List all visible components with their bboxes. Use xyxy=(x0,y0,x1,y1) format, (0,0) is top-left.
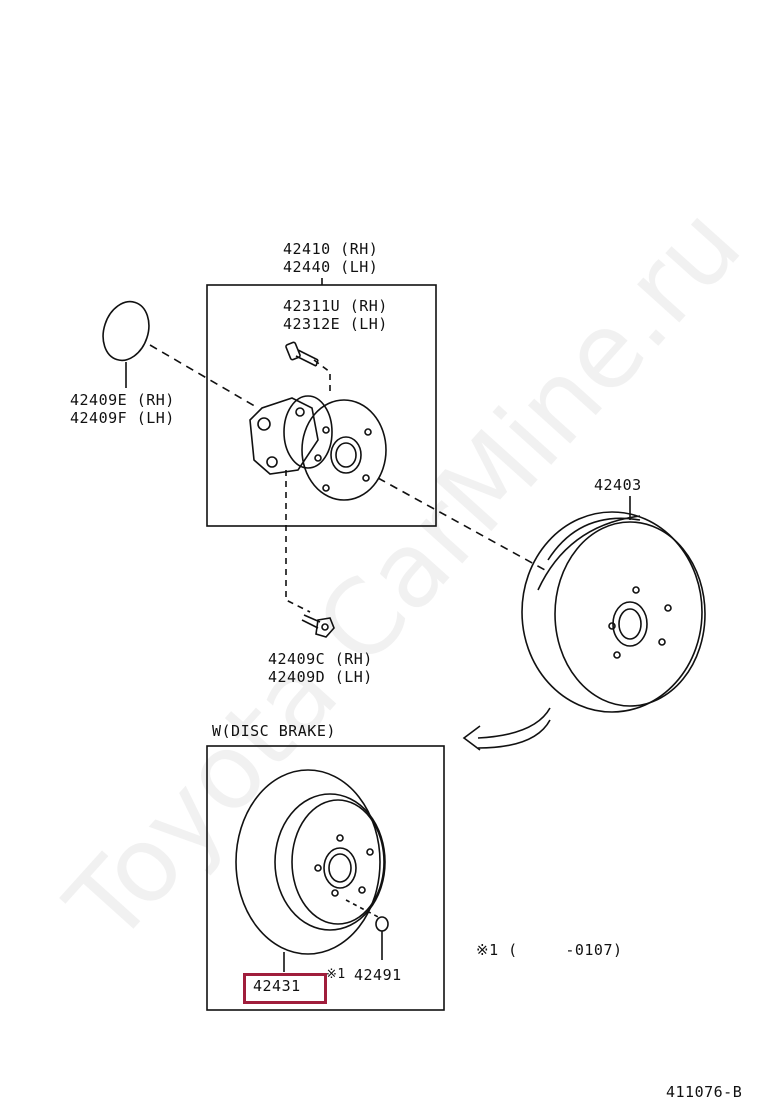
cap-part-number-lh: 42409F (LH) xyxy=(70,409,175,427)
hub-nut xyxy=(301,614,335,638)
cap-part-number-rh: 42409E (RH) xyxy=(70,391,175,409)
screw-note-mark: ※1 xyxy=(326,967,346,982)
disc-rotor xyxy=(235,769,386,972)
curved-arrow xyxy=(477,707,551,739)
diagram-code: 411076-B xyxy=(666,1083,743,1101)
dust-cap xyxy=(102,300,150,362)
hub-part-number-lh: 42440 (LH) xyxy=(283,258,379,276)
drum-dashed-line xyxy=(377,477,546,571)
hub-face xyxy=(301,399,387,501)
drum-part-number: 42403 xyxy=(594,476,642,494)
bolt-part-number-lh: 42312E (LH) xyxy=(283,315,388,333)
bolt-part-number-rh: 42311U (RH) xyxy=(283,297,388,315)
screw-part-number[interactable]: 42491 xyxy=(354,966,402,984)
brake-drum xyxy=(521,496,706,713)
nut-part-number-lh: 42409D (LH) xyxy=(268,668,373,686)
hub-flange xyxy=(249,397,319,475)
disc-brake-box xyxy=(206,745,445,1011)
nut-part-number-rh: 42409C (RH) xyxy=(268,650,373,668)
hub-bolt xyxy=(285,341,319,367)
disc-rotor-highlight xyxy=(243,973,327,1004)
disc-screw xyxy=(345,899,389,960)
disc-brake-section-title: W(DISC BRAKE) xyxy=(212,722,336,740)
footnote: ※1 ( -0107) xyxy=(476,941,623,959)
hub-body xyxy=(283,395,333,469)
disc-rotor-part-number[interactable]: 42431 xyxy=(253,977,301,995)
hub-part-number-rh: 42410 (RH) xyxy=(283,240,379,258)
cap-dashed-line xyxy=(149,344,259,409)
